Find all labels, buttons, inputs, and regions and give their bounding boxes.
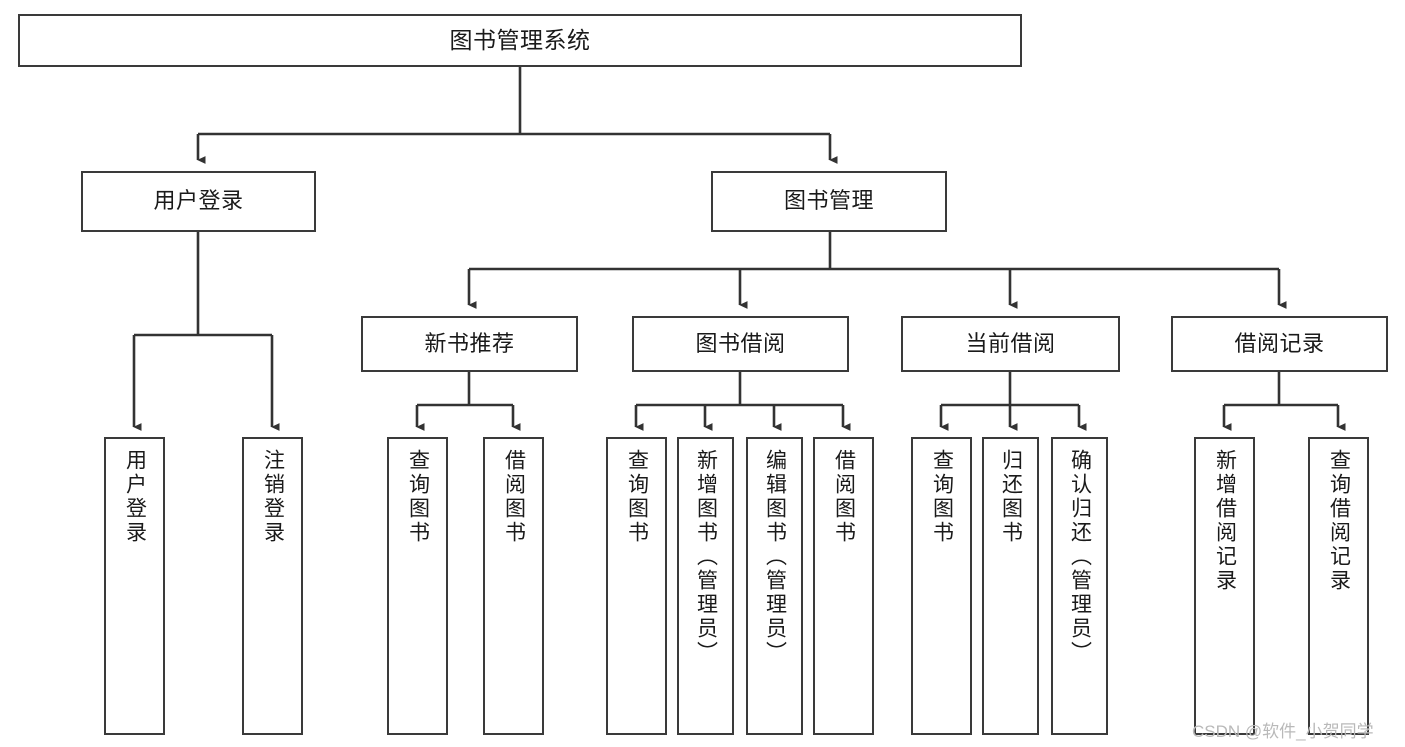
node-leaf-query-record-label: 查询借阅记录 — [1327, 449, 1351, 593]
node-borrow-record[interactable]: 借阅记录 — [1171, 316, 1388, 372]
node-leaf-borrow-book-1[interactable]: 借阅图书 — [483, 437, 544, 735]
node-leaf-query-book-3-label: 查询图书 — [930, 449, 954, 545]
node-leaf-edit-book-label: 编辑图书（管理员） — [763, 449, 787, 665]
node-leaf-user-login[interactable]: 用户登录 — [104, 437, 165, 735]
node-leaf-query-record[interactable]: 查询借阅记录 — [1308, 437, 1369, 735]
node-user-login[interactable]: 用户登录 — [81, 171, 316, 232]
node-leaf-query-book-3[interactable]: 查询图书 — [911, 437, 972, 735]
node-leaf-logout-label: 注销登录 — [261, 449, 285, 545]
node-root-system[interactable]: 图书管理系统 — [18, 14, 1022, 67]
node-leaf-confirm-return[interactable]: 确认归还（管理员） — [1051, 437, 1108, 735]
node-leaf-add-book-label: 新增图书（管理员） — [694, 449, 718, 665]
node-leaf-confirm-return-label: 确认归还（管理员） — [1068, 449, 1092, 665]
node-book-borrow[interactable]: 图书借阅 — [632, 316, 849, 372]
node-user-login-label: 用户登录 — [153, 188, 244, 214]
node-leaf-add-book[interactable]: 新增图书（管理员） — [677, 437, 734, 735]
node-leaf-query-book-1-label: 查询图书 — [406, 449, 430, 545]
node-new-book-recommend-label: 新书推荐 — [424, 330, 515, 356]
csdn-watermark: CSDN @软件_小贺同学 — [1192, 722, 1374, 741]
node-borrow-record-label: 借阅记录 — [1234, 330, 1325, 356]
node-book-manage[interactable]: 图书管理 — [711, 171, 947, 232]
node-leaf-logout[interactable]: 注销登录 — [242, 437, 303, 735]
node-book-manage-label: 图书管理 — [783, 188, 874, 214]
node-leaf-add-record[interactable]: 新增借阅记录 — [1194, 437, 1255, 735]
node-leaf-return-book-label: 归还图书 — [999, 449, 1023, 545]
node-book-borrow-label: 图书借阅 — [695, 330, 786, 356]
node-leaf-return-book[interactable]: 归还图书 — [982, 437, 1039, 735]
node-leaf-borrow-book-1-label: 借阅图书 — [502, 449, 526, 545]
node-root-system-label: 图书管理系统 — [449, 26, 591, 53]
node-new-book-recommend[interactable]: 新书推荐 — [361, 316, 578, 372]
node-leaf-borrow-book-2-label: 借阅图书 — [832, 449, 856, 545]
node-current-borrow[interactable]: 当前借阅 — [901, 316, 1120, 372]
node-leaf-query-book-1[interactable]: 查询图书 — [387, 437, 448, 735]
node-leaf-query-book-2-label: 查询图书 — [625, 449, 649, 545]
node-leaf-borrow-book-2[interactable]: 借阅图书 — [813, 437, 874, 735]
node-leaf-edit-book[interactable]: 编辑图书（管理员） — [746, 437, 803, 735]
node-current-borrow-label: 当前借阅 — [965, 330, 1056, 356]
node-leaf-user-login-label: 用户登录 — [123, 449, 147, 545]
node-leaf-query-book-2[interactable]: 查询图书 — [606, 437, 667, 735]
node-leaf-add-record-label: 新增借阅记录 — [1213, 449, 1237, 593]
